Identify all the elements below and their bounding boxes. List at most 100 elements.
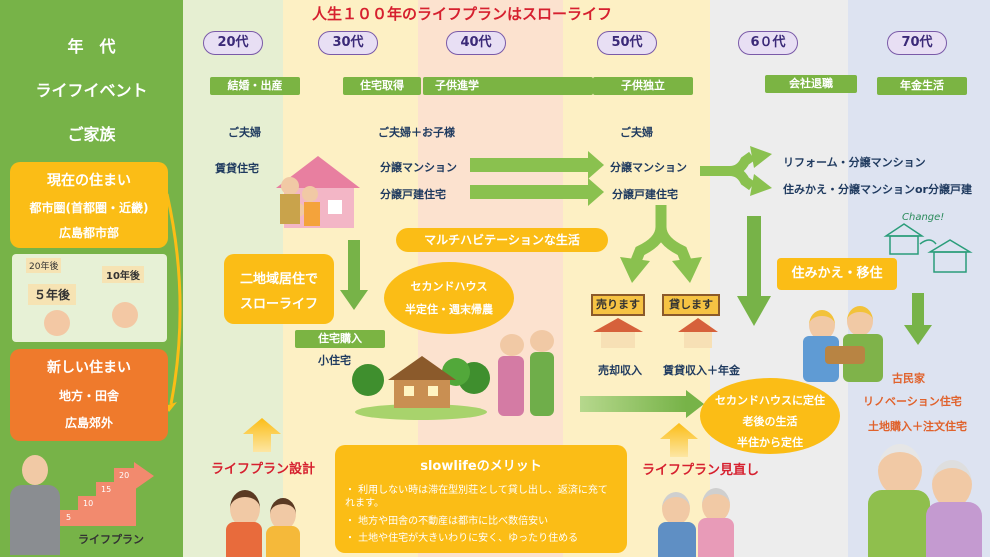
decade-40s: 40代 bbox=[446, 31, 506, 55]
happy-elderly-couple-icon bbox=[868, 440, 986, 557]
settle-arrow-head bbox=[686, 390, 704, 418]
merit-item-1: ・ 利用しない時は滞在型別荘として貸し出し、返済に充てれます。 bbox=[345, 485, 608, 509]
merit-item-3: ・ 土地や住宅が大きいわりに安く、ゆったり住める bbox=[345, 533, 579, 544]
stair-15: 15 bbox=[101, 485, 112, 494]
current-home-box: 現在の住まい 都市圏(首都圏・近畿) 広島都市部 bbox=[10, 162, 168, 248]
housing-relocate: 住みかえ・分譲マンションor分譲戸建 bbox=[783, 183, 972, 196]
two-region-line2: スローライフ bbox=[239, 297, 318, 312]
arrow-condo-head bbox=[588, 151, 604, 179]
multi-hab-label: マルチハビテーションな生活 bbox=[424, 233, 580, 247]
event-marriage: 結婚・出産 bbox=[210, 77, 300, 95]
old-house-line3: 土地購入＋注文住宅 bbox=[868, 420, 967, 433]
sign-10: 10年後 bbox=[102, 266, 144, 283]
housing-condo-50s: 分譲マンション bbox=[610, 161, 687, 174]
settle-line3: 半住から定住 bbox=[737, 436, 803, 449]
down-arrow-70s-head bbox=[904, 325, 932, 345]
down-arrow-60s-head bbox=[737, 296, 771, 326]
split-arrow-icon bbox=[620, 205, 702, 283]
up-arrow-review-icon bbox=[660, 423, 698, 457]
old-house-line2: リノベーション住宅 bbox=[863, 395, 962, 408]
event-home-purchase: 住宅取得 bbox=[343, 77, 421, 95]
purchase-sub: 小住宅 bbox=[318, 354, 351, 367]
stairs-arrow-head bbox=[134, 462, 154, 490]
elderly-review-couple-icon bbox=[658, 482, 752, 557]
row-header-family: ご家族 bbox=[67, 125, 116, 144]
thinking-couple-icon bbox=[226, 482, 306, 557]
family-illustration bbox=[268, 148, 378, 232]
housing-house-50s: 分譲戸建住宅 bbox=[612, 188, 678, 201]
housing-reform: リフォーム・分譲マンション bbox=[783, 156, 926, 169]
housing-house-30s: 分譲戸建住宅 bbox=[380, 188, 446, 201]
change-houses-icon bbox=[883, 223, 973, 273]
new-home-line1: 地方・田舎 bbox=[58, 389, 119, 403]
new-home-box: 新しい住まい 地方・田舎 広島郊外 bbox=[10, 349, 168, 441]
fork-arrow-icon bbox=[700, 146, 772, 196]
stair-5: 5 bbox=[66, 513, 72, 522]
decade-20s: 20代 bbox=[203, 31, 263, 55]
down-arrow-60s-shaft bbox=[747, 216, 761, 296]
decade-50s: 50代 bbox=[597, 31, 657, 55]
new-home-title: 新しい住まい bbox=[47, 360, 131, 376]
merit-title: slowlifeのメリット bbox=[420, 459, 542, 474]
rent-sub: 賃貸収入＋年金 bbox=[663, 364, 740, 377]
multi-hab-box: マルチハビテーションな生活 bbox=[396, 228, 608, 252]
down-arrow-30s-head bbox=[340, 290, 368, 310]
family-with-children: ご夫婦＋お子様 bbox=[378, 126, 455, 139]
up-arrow-design-icon bbox=[243, 418, 281, 452]
down-arrow-70s-shaft bbox=[912, 293, 924, 325]
housing-condo-30s: 分譲マンション bbox=[380, 161, 457, 174]
second-house-line2: 半定住・週末帰農 bbox=[405, 303, 493, 316]
sign-20: 20年後 bbox=[26, 258, 62, 273]
person-left-icon bbox=[44, 310, 70, 336]
relocation-box: 住みかえ・移住 bbox=[777, 258, 897, 290]
person-right-icon bbox=[112, 302, 138, 328]
curved-arrow-icon bbox=[165, 193, 182, 412]
row-header-age: 年 代 bbox=[67, 37, 116, 56]
rent-sign: 貸します bbox=[662, 294, 722, 348]
settle-circle: セカンドハウスに定住 老後の生活 半住から定住 bbox=[700, 378, 840, 454]
current-home-line1: 都市圏(首都圏・近畿) bbox=[29, 201, 149, 215]
settle-line1: セカンドハウスに定住 bbox=[715, 394, 825, 407]
rent-house-icon bbox=[678, 318, 718, 348]
decade-60s: 6０代 bbox=[738, 31, 798, 55]
sell-house-icon bbox=[593, 318, 643, 348]
current-home-title: 現在の住まい bbox=[47, 173, 131, 189]
second-house-line1: セカンドハウス bbox=[410, 280, 488, 293]
stairs-illustration: 5 10 15 20 bbox=[58, 462, 158, 526]
arrow-house-shaft bbox=[470, 185, 588, 199]
old-house-line1: 古民家 bbox=[892, 372, 925, 385]
row-header-event: ライフイベント bbox=[35, 81, 148, 100]
settle-arrow-shaft bbox=[580, 396, 686, 412]
purchase-tag: 住宅購入 bbox=[295, 330, 385, 348]
housing-rental: 賃貸住宅 bbox=[215, 162, 259, 175]
plan-label: ライフプラン bbox=[78, 533, 144, 546]
second-house-circle: セカンドハウス 半定住・週末帰農 bbox=[384, 262, 514, 334]
down-arrow-30s-shaft bbox=[348, 240, 360, 290]
sell-sign-label: 売ります bbox=[591, 294, 645, 316]
arrow-house-head bbox=[588, 178, 604, 206]
event-education: 子供進学 bbox=[423, 77, 593, 95]
change-text: Change! bbox=[902, 212, 945, 223]
settle-line2: 老後の生活 bbox=[742, 415, 798, 428]
two-region-line1: 二地域居住で bbox=[239, 272, 318, 287]
event-retirement: 会社退職 bbox=[765, 75, 857, 93]
review-label: ライフプラン見直し bbox=[642, 463, 760, 478]
farmer-couple-icon bbox=[498, 328, 558, 418]
design-label: ライフプラン設計 bbox=[211, 462, 316, 477]
elderly-farmers-icon bbox=[803, 306, 889, 382]
decade-30s: 30代 bbox=[318, 31, 378, 55]
road-sign-illustration: 20年後 10年後 ５年後 bbox=[12, 254, 167, 342]
new-home-line2: 広島郊外 bbox=[64, 416, 113, 430]
sell-sub: 売却収入 bbox=[598, 364, 642, 377]
page-title: 人生１００年のライフプランはスローライフ bbox=[312, 5, 613, 23]
stair-20: 20 bbox=[119, 471, 130, 480]
rent-sign-label: 貸します bbox=[662, 294, 720, 316]
decade-70s: 70代 bbox=[887, 31, 947, 55]
relocation-label: 住みかえ・移住 bbox=[791, 266, 883, 281]
arrow-condo-shaft bbox=[470, 158, 588, 172]
sign-5: ５年後 bbox=[28, 284, 77, 305]
family-couple-20s: ご夫婦 bbox=[228, 126, 261, 139]
sell-sign: 売ります bbox=[591, 294, 645, 348]
family-couple-50s: ご夫婦 bbox=[620, 126, 653, 139]
